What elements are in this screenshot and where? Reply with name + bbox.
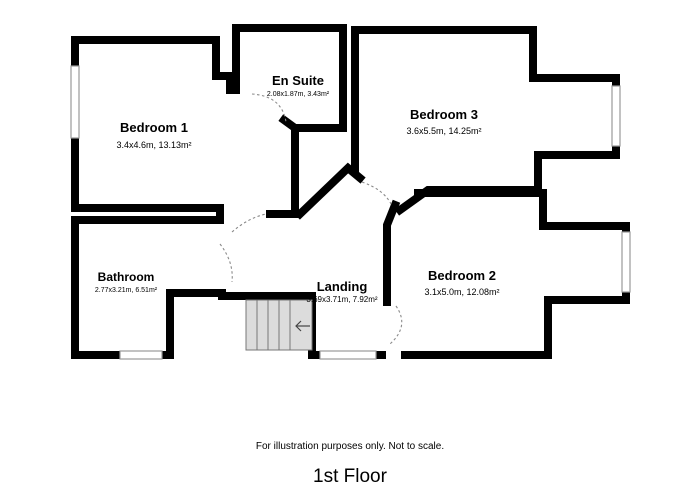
room-name-landing: Landing xyxy=(317,279,368,294)
room-name-bathroom: Bathroom xyxy=(98,270,155,284)
room-name-bedroom-2: Bedroom 2 xyxy=(428,268,496,283)
bedroom-2-walls xyxy=(383,199,401,306)
room-dims-bathroom: 2.77x3.21m, 6.51m² xyxy=(95,287,158,294)
room-name-bedroom-1: Bedroom 1 xyxy=(120,120,188,135)
bedroom-3-window xyxy=(611,85,621,147)
room-dims-bedroom-1: 3.4x4.6m, 13.13m² xyxy=(116,140,191,150)
staircase xyxy=(245,299,313,351)
bathroom-door xyxy=(219,243,233,283)
corridor-wall xyxy=(294,162,366,220)
en-suite-door xyxy=(251,93,287,123)
bedroom-3-door xyxy=(361,181,393,207)
bathroom-window xyxy=(119,350,163,360)
floor-label: 1st Floor xyxy=(313,466,387,487)
room-name-bedroom-3: Bedroom 3 xyxy=(410,107,478,122)
disclaimer: For illustration purposes only. Not to s… xyxy=(255,441,445,452)
room-dims-bedroom-3: 3.6x5.5m, 14.25m² xyxy=(406,126,481,136)
arrow-left-icon xyxy=(295,320,310,332)
bedroom-1-east-wall xyxy=(266,114,299,218)
en-suite-walls xyxy=(232,24,347,132)
bedroom-1-window xyxy=(70,65,80,139)
bedroom-1-walls xyxy=(71,36,234,220)
landing-window xyxy=(319,350,377,360)
bedroom-3-walls xyxy=(351,26,620,216)
room-dims-en-suite: 2.08x1.87m, 3.43m² xyxy=(267,91,330,98)
bedroom-2-door xyxy=(389,305,403,345)
room-dims-landing: 3.69x3.71m, 7.92m² xyxy=(306,295,377,304)
room-dims-bedroom-2: 3.1x5.0m, 12.08m² xyxy=(424,287,499,297)
bedroom-2-window xyxy=(621,231,631,293)
room-name-en-suite: En Suite xyxy=(272,73,324,88)
bedroom-1-door xyxy=(231,213,267,233)
